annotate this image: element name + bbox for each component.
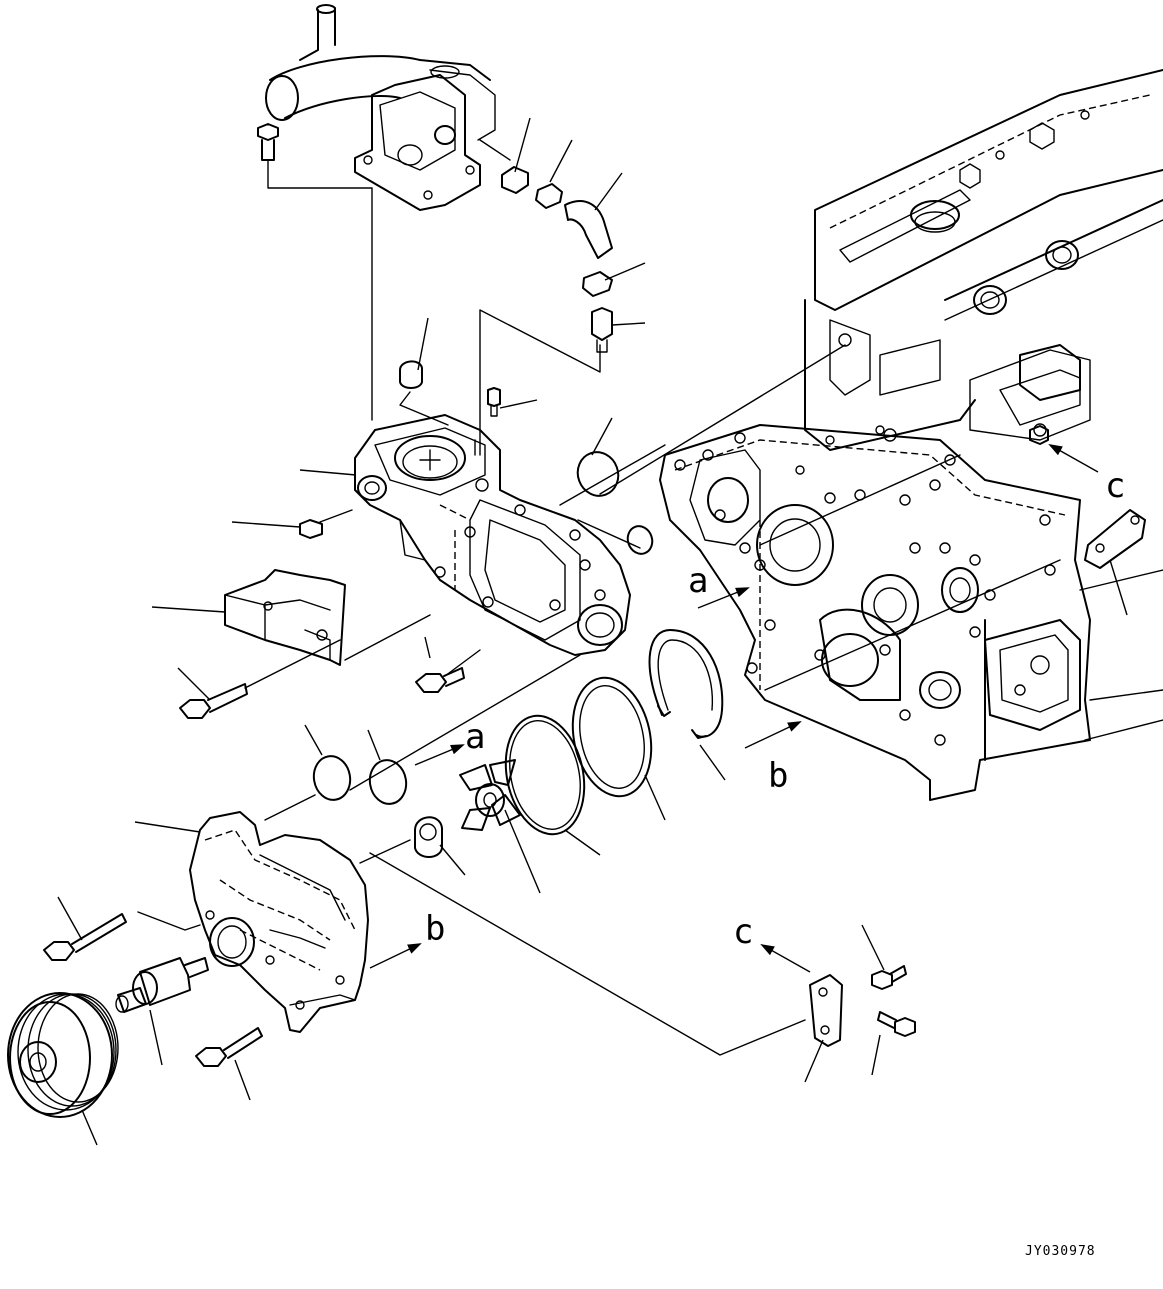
leader-lines xyxy=(57,117,1128,1146)
mechanical-seal xyxy=(414,816,443,858)
thermostat-housing xyxy=(354,414,631,656)
ref-arrow-c-bracket: c xyxy=(733,912,811,973)
bolt-short-mid xyxy=(415,667,465,693)
ref-letter-a-pump: a xyxy=(465,717,485,757)
assembly-lines xyxy=(137,139,1061,1056)
ref-letter-c-bracket: c xyxy=(733,912,753,952)
impeller xyxy=(459,759,521,831)
ref-arrow-b-pump: b xyxy=(369,909,445,969)
pump-shaft xyxy=(115,957,209,1013)
fan-pulley xyxy=(7,992,119,1118)
flange-bolt-top xyxy=(257,123,279,161)
drawing-id: JY030978 xyxy=(1025,1244,1096,1259)
mounting-bracket xyxy=(224,569,346,666)
plate-bracket-right xyxy=(1084,509,1146,569)
ref-arrow-a-engine: a xyxy=(688,561,750,609)
small-parts-upper xyxy=(299,360,501,539)
engine-block xyxy=(659,69,1163,801)
ref-arrow-c-engine: c xyxy=(1048,444,1125,506)
plate-bracket-lower xyxy=(809,974,843,1047)
bolt-long-left xyxy=(179,683,248,719)
hose-fittings xyxy=(501,166,613,353)
ref-letter-b-engine: b xyxy=(768,756,788,796)
water-outlet-pipe xyxy=(265,4,496,211)
ref-letter-c-engine: c xyxy=(1105,466,1125,506)
bracket-bolt-b xyxy=(877,1011,916,1037)
ref-arrow-b-engine: b xyxy=(744,721,802,796)
ref-arrow-a-pump: a xyxy=(414,717,485,766)
o-rings xyxy=(312,755,408,805)
pump-bolt-lower xyxy=(195,1027,263,1067)
pump-bolt-upper xyxy=(43,913,127,961)
small-gaskets xyxy=(576,451,654,555)
large-seal-rings xyxy=(504,629,724,836)
ref-letter-a-engine: a xyxy=(688,561,708,601)
case-bolts xyxy=(674,425,1056,746)
bracket-bolt-a xyxy=(871,965,907,990)
ref-letter-b-pump: b xyxy=(425,909,445,949)
water-pump-body xyxy=(189,811,369,1033)
